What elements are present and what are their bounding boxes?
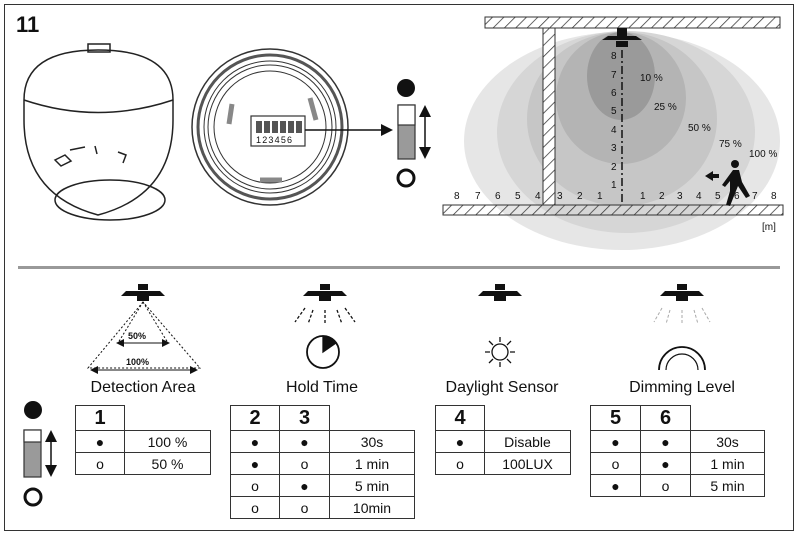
title-detection-area: Detection Area [90, 379, 196, 396]
left-tick-label: 8 [454, 191, 460, 202]
title-dimming-level: Dimming Level [629, 379, 735, 396]
title-daylight-sensor: Daylight Sensor [445, 379, 559, 396]
vertical-tick-label: 2 [611, 161, 617, 173]
left-tick-label: 1 [597, 191, 603, 202]
figure-number: 11 [16, 12, 40, 37]
dip-switch-numbers: 123456 [256, 135, 294, 145]
zone-label-25: 25 % [654, 102, 677, 113]
arrow-left-icon [705, 171, 719, 181]
left-tick-label: 7 [475, 191, 481, 202]
right-tick-label: 5 [715, 191, 721, 202]
switch-number: 2 [230, 405, 280, 431]
sensor-dome-drawing [23, 43, 174, 221]
dip-switch[interactable] [256, 121, 302, 133]
switch-number: 1 [75, 405, 125, 431]
dimming-level-icon [653, 307, 711, 371]
right-tick-label: 2 [659, 191, 665, 202]
unit-label: [m] [762, 222, 776, 233]
ceiling-sensor-icon [602, 28, 642, 47]
switch-number: 4 [435, 405, 485, 431]
detection-outer-label: 100% [126, 357, 150, 367]
left-tick-label: 4 [535, 191, 541, 202]
switch-legend-bottom [23, 401, 57, 507]
zone-label-10: 10 % [640, 73, 663, 84]
right-tick-label: 1 [640, 191, 646, 202]
hold-time-icon [294, 307, 356, 369]
table-row: ●●30s [230, 430, 415, 453]
zone-label-50: 50 % [688, 123, 711, 134]
table-row: o●1 min [590, 452, 765, 475]
left-tick-label: 6 [495, 191, 501, 202]
right-tick-label: 4 [696, 191, 702, 202]
detection-area-icon [86, 301, 202, 374]
off-dot-icon [396, 168, 416, 188]
vertical-tick-label: 4 [611, 124, 617, 136]
zone-label-100: 100 % [749, 149, 778, 160]
vertical-tick-label: 1 [611, 180, 617, 191]
right-tick-label: 3 [677, 191, 683, 202]
zone-label-75: 75 % [719, 139, 742, 150]
vertical-tick-label: 3 [611, 143, 617, 155]
figure-frame [4, 4, 794, 531]
switch-number: 6 [640, 405, 691, 431]
left-tick-label: 3 [557, 191, 563, 202]
vertical-tick-label: 6 [611, 88, 617, 99]
right-tick-label: 8 [771, 191, 777, 202]
table-row: o●5 min [230, 474, 415, 497]
ceiling [484, 16, 781, 29]
table-row: ●Disable [435, 430, 571, 453]
floor [442, 204, 784, 216]
switch-number: 5 [590, 405, 641, 431]
detection-inner-label: 50% [128, 331, 147, 341]
section-divider [18, 266, 780, 269]
off-dot-icon [23, 487, 43, 507]
vertical-tick-label: 8 [611, 51, 617, 63]
switch-legend-top [396, 79, 431, 188]
sun-icon [485, 337, 515, 367]
person-icon [705, 160, 750, 206]
left-tick-label: 5 [515, 191, 521, 202]
vertical-tick-label: 7 [611, 69, 617, 81]
clock-icon [322, 335, 337, 354]
on-dot-icon [24, 401, 42, 419]
on-dot-icon [397, 79, 415, 97]
table-row: ●●30s [590, 430, 765, 453]
coverage-diagram [442, 16, 784, 250]
right-tick-label: 7 [752, 191, 758, 202]
lamp-icons [121, 284, 704, 301]
switch-number: 3 [279, 405, 330, 431]
zone-10 [587, 32, 655, 120]
table-row: ●100 % [75, 430, 211, 453]
vertical-tick-label: 5 [611, 106, 617, 118]
left-tick-label: 2 [577, 191, 583, 202]
title-hold-time: Hold Time [285, 379, 359, 396]
right-tick-label: 6 [734, 191, 740, 202]
